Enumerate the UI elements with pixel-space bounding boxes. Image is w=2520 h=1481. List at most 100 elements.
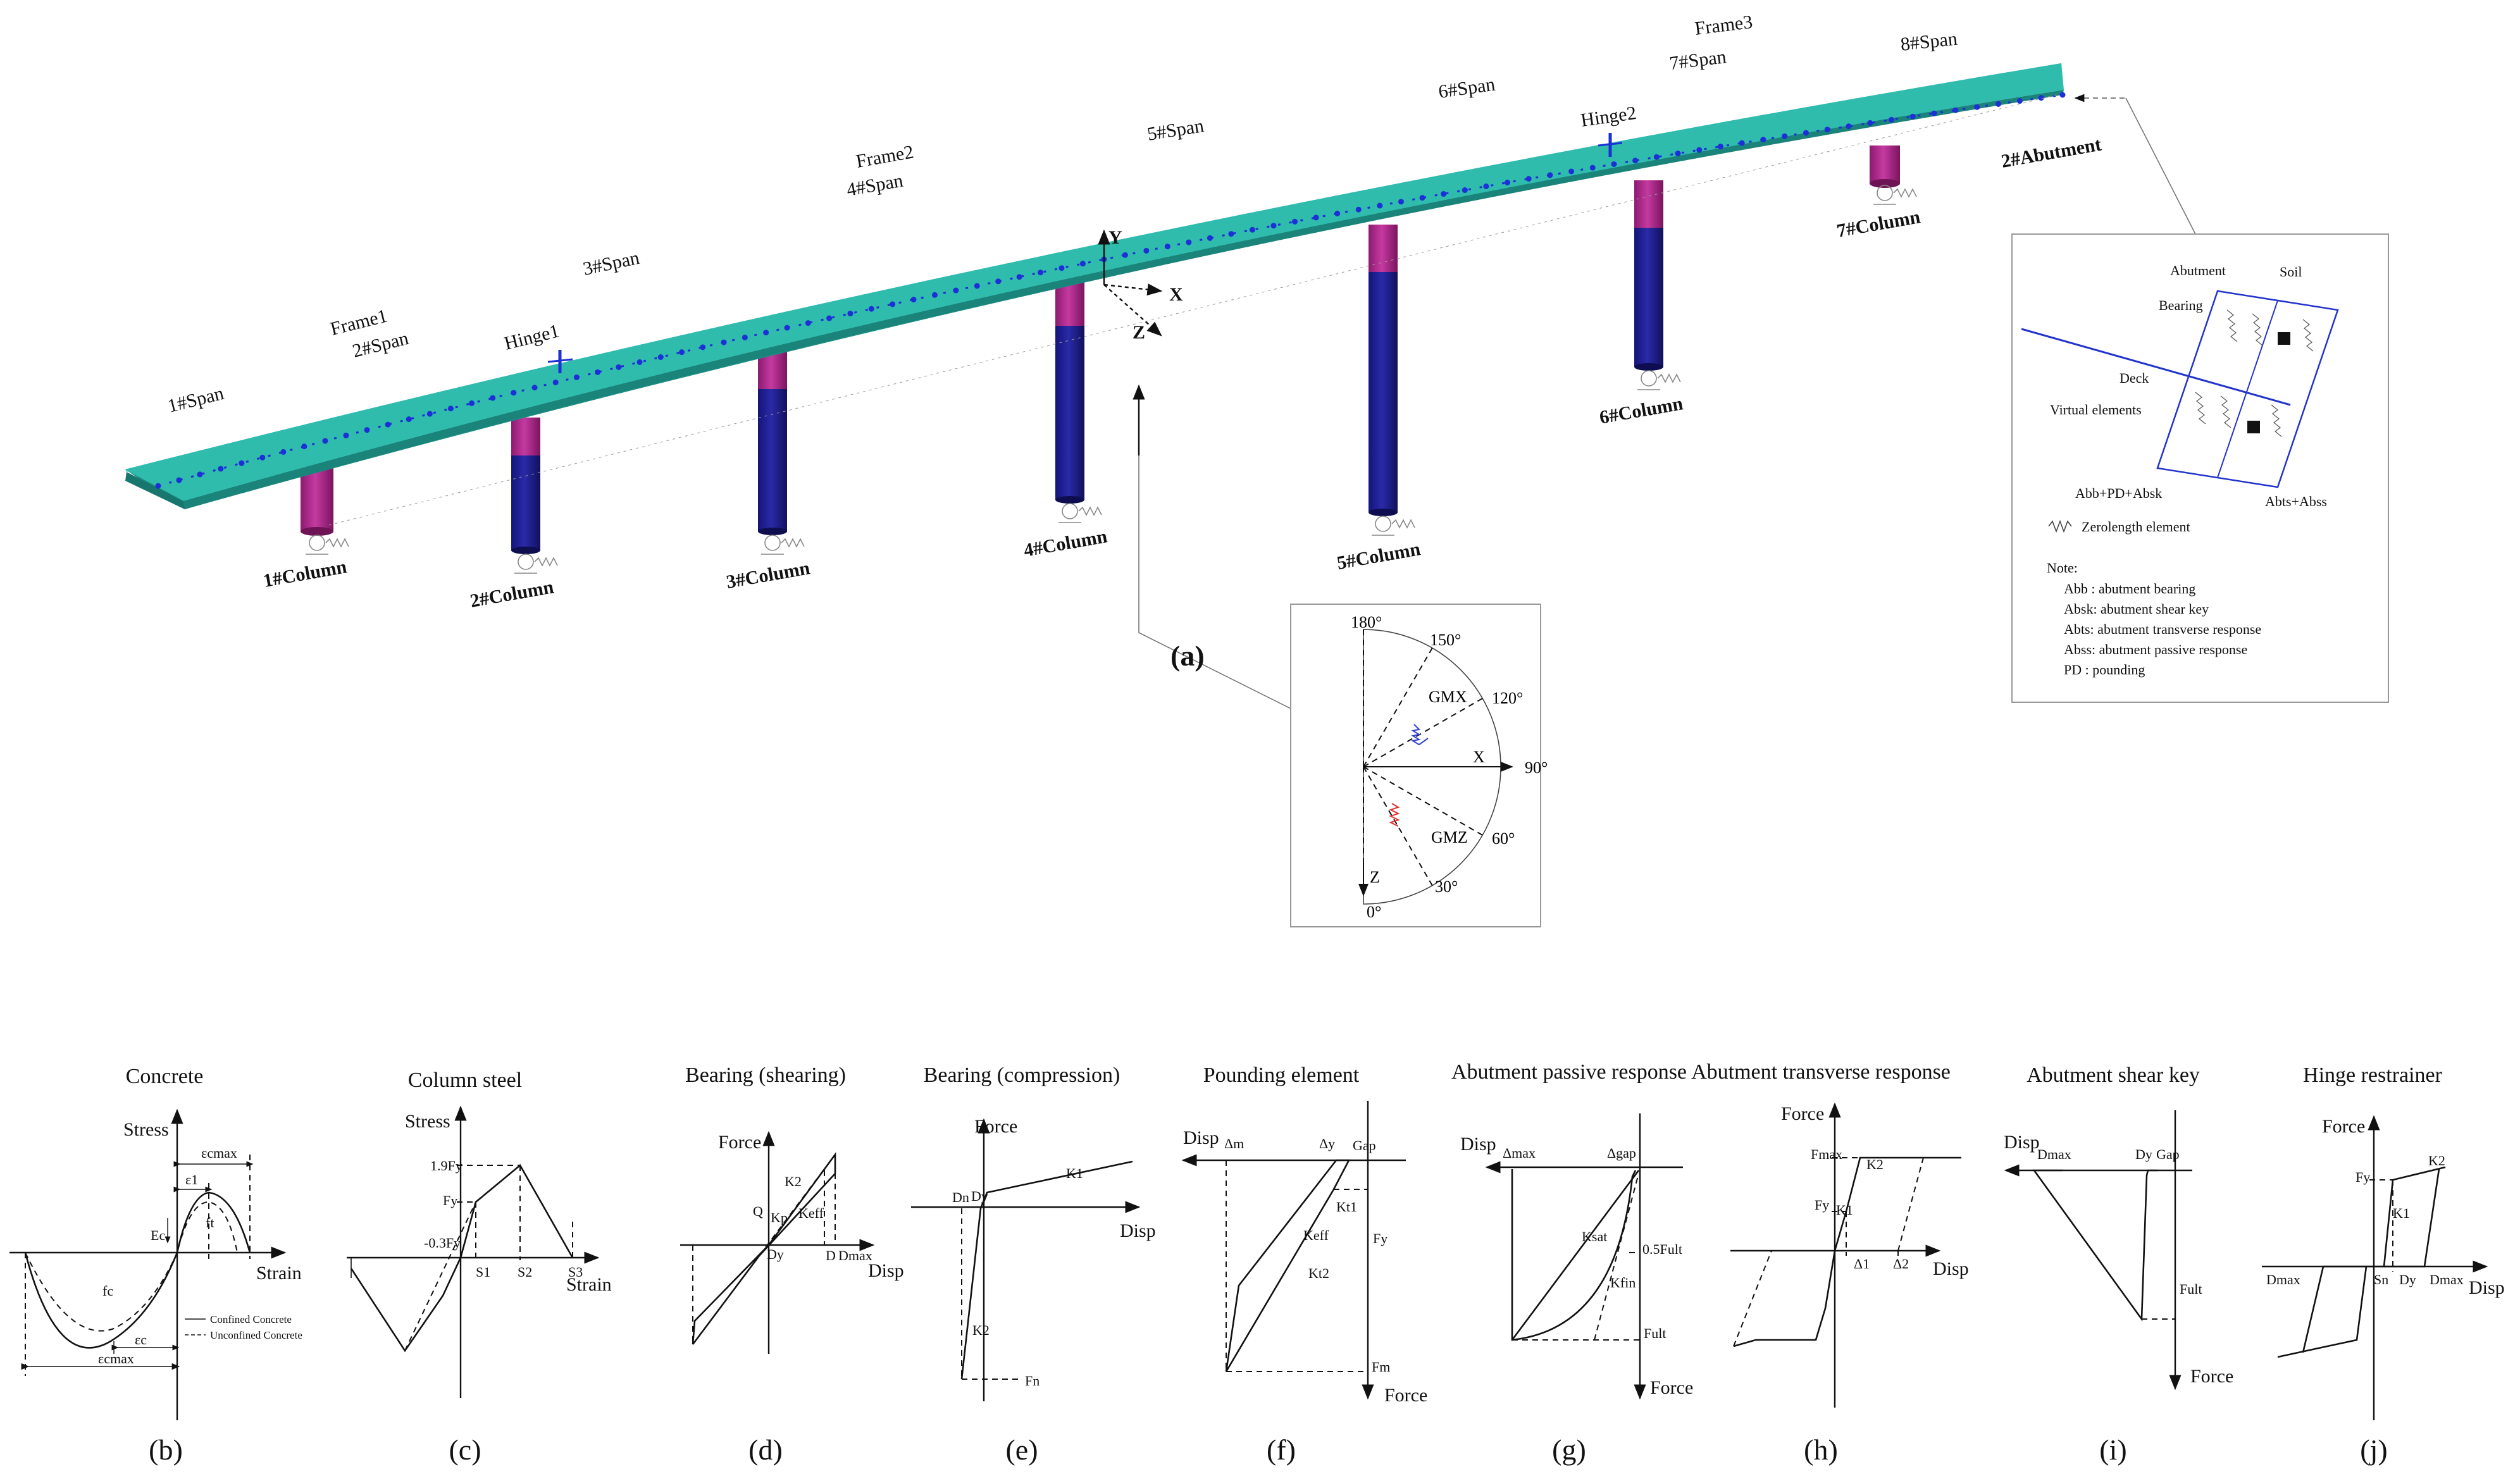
inset-abts-label: Abts+Abss (2265, 493, 2327, 509)
column-label-6: 6#Column (1598, 393, 1684, 428)
column-3 (758, 345, 787, 535)
f-xlabel: Disp (1183, 1127, 1219, 1148)
deck-node (1164, 244, 1170, 250)
hinge-label-1: Hinge1 (502, 320, 562, 354)
angle-120: 120° (1492, 689, 1523, 707)
global-axes: Y X Z (1098, 227, 1183, 343)
hinge-labels: Hinge1 Hinge2 (502, 102, 1638, 354)
panel-h-abutment-transverse: Force Disp Fmax Fy K1 K2 Δ1 Δ2 (1730, 1102, 1969, 1408)
j-dmax-right: Dmax (2430, 1272, 2464, 1287)
column-7 (1870, 146, 1900, 188)
deck-node (1996, 101, 2002, 107)
span-label-5: 5#Span (1146, 115, 1205, 145)
f-kt2: Kt2 (1308, 1265, 1329, 1281)
deck-node (1632, 158, 1639, 164)
panel-b-caption: (b) (149, 1434, 183, 1466)
deck-node (1186, 239, 1192, 245)
frame-label-2: Frame2 (854, 141, 915, 171)
deck-node (1611, 161, 1617, 167)
panel-f-pounding-element: Disp Force Δm Δy Gap Kt1 Keff Kt2 Fy Fm (1181, 1101, 1427, 1406)
panel-j-hinge-restrainer: Force Disp Fy K1 K2 Sn Dy Dmax Dmax (2262, 1115, 2505, 1420)
i-xlabel: Disp (2004, 1132, 2040, 1153)
d-d: D (826, 1248, 836, 1263)
panel-g-abutment-passive: Disp Force Δmax Δgap Ksat Kfin 0.5Fult F… (1460, 1113, 1693, 1400)
deck-node (700, 344, 706, 350)
deck-node (1803, 130, 1809, 136)
angle-30: 30° (1435, 877, 1458, 896)
g-dmax: Δmax (1503, 1145, 1536, 1161)
deck-node (1228, 231, 1234, 237)
deck-node (322, 438, 328, 444)
h-d2: Δ2 (1893, 1256, 1909, 1272)
inset-soil-label: Soil (2280, 264, 2302, 280)
angle-180: 180° (1351, 613, 1382, 631)
panel-h-caption: (h) (1804, 1434, 1838, 1466)
panel-a-bridge-model: 1#Span 2#Span 3#Span 4#Span 5#Span 6#Spa… (125, 11, 2389, 927)
panel-a-caption: (a) (1170, 640, 1205, 672)
c-fy: Fy (443, 1193, 457, 1208)
j-ylabel: Force (2322, 1116, 2365, 1137)
deck-node (721, 339, 727, 345)
column-base-springs (306, 185, 1917, 574)
gmx-label: GMX (1429, 688, 1467, 706)
b-ecmax-bottom: εcmax (98, 1351, 134, 1366)
e-xlabel: Disp (1120, 1220, 1156, 1241)
panel-titles: Concrete Column steel Bearing (shearing)… (126, 1060, 2443, 1092)
deck-node (1483, 183, 1489, 190)
panel-i-abutment-shear-key: Disp Force Dmax Dy Gap Fult (2004, 1110, 2233, 1391)
deck-node (1568, 168, 1575, 175)
deck-node (1419, 195, 1425, 201)
f-fy: Fy (1373, 1230, 1387, 1246)
deck-node (385, 421, 391, 428)
panel-b-title: Concrete (126, 1065, 204, 1088)
abutment-label: 2#Abutment (1999, 134, 2102, 172)
h-ylabel: Force (1781, 1103, 1824, 1124)
deck-node (1292, 218, 1298, 225)
c-fy19: 1.9Fy (430, 1158, 462, 1174)
g-dgap: Δgap (1607, 1145, 1636, 1161)
panel-i-title: Abutment shear key (2027, 1063, 2200, 1087)
deck-node (1122, 252, 1128, 258)
panel-d-title: Bearing (shearing) (685, 1063, 846, 1087)
panel-g-caption: (g) (1552, 1434, 1586, 1466)
panel-j-caption: (j) (2360, 1434, 2387, 1466)
c-xlabel: Strain (566, 1274, 612, 1295)
deck-node (1249, 226, 1255, 233)
deck-node (301, 443, 307, 450)
deck-node (1441, 191, 1447, 197)
deck-node (1377, 202, 1383, 209)
inset-abutment-label: Abutment (2170, 263, 2226, 278)
inset-note-4: Abss: abutment passive response (2064, 641, 2247, 657)
i-fult: Fult (2180, 1281, 2202, 1297)
panel-e-caption: (e) (1005, 1434, 1038, 1466)
deck-node (847, 311, 853, 317)
deck-node (1547, 172, 1553, 178)
d-k2: K2 (785, 1174, 802, 1189)
columns (301, 146, 1900, 554)
angle-90: 90° (1525, 759, 1548, 777)
deck-node (2059, 92, 2066, 98)
j-k2: K2 (2428, 1153, 2445, 1168)
deck-node (1589, 164, 1596, 171)
f-ylabel: Force (1384, 1385, 1427, 1406)
axis-x-label: X (1169, 284, 1183, 305)
deck-node (890, 301, 896, 307)
axis-y-label: Y (1108, 227, 1122, 248)
inset-note-title: Note: (2047, 560, 2078, 576)
d-q: Q (753, 1203, 763, 1219)
j-xlabel: Disp (2469, 1277, 2505, 1298)
deck-node (1909, 113, 1916, 120)
b-ylabel: Stress (123, 1119, 169, 1140)
panel-i-caption: (i) (2099, 1434, 2126, 1466)
f-keff: Keff (1303, 1227, 1329, 1243)
deck-node (805, 320, 811, 326)
deck-node (616, 364, 622, 370)
d-xlabel: Disp (868, 1260, 904, 1281)
deck-node (1952, 107, 1959, 113)
inset-note-1: Abb : abutment bearing (2064, 581, 2195, 597)
hinge-2-marker (1598, 133, 1623, 157)
f-fm: Fm (1372, 1359, 1390, 1375)
h-k2: K2 (1866, 1156, 1884, 1172)
deck-node (1462, 187, 1468, 194)
